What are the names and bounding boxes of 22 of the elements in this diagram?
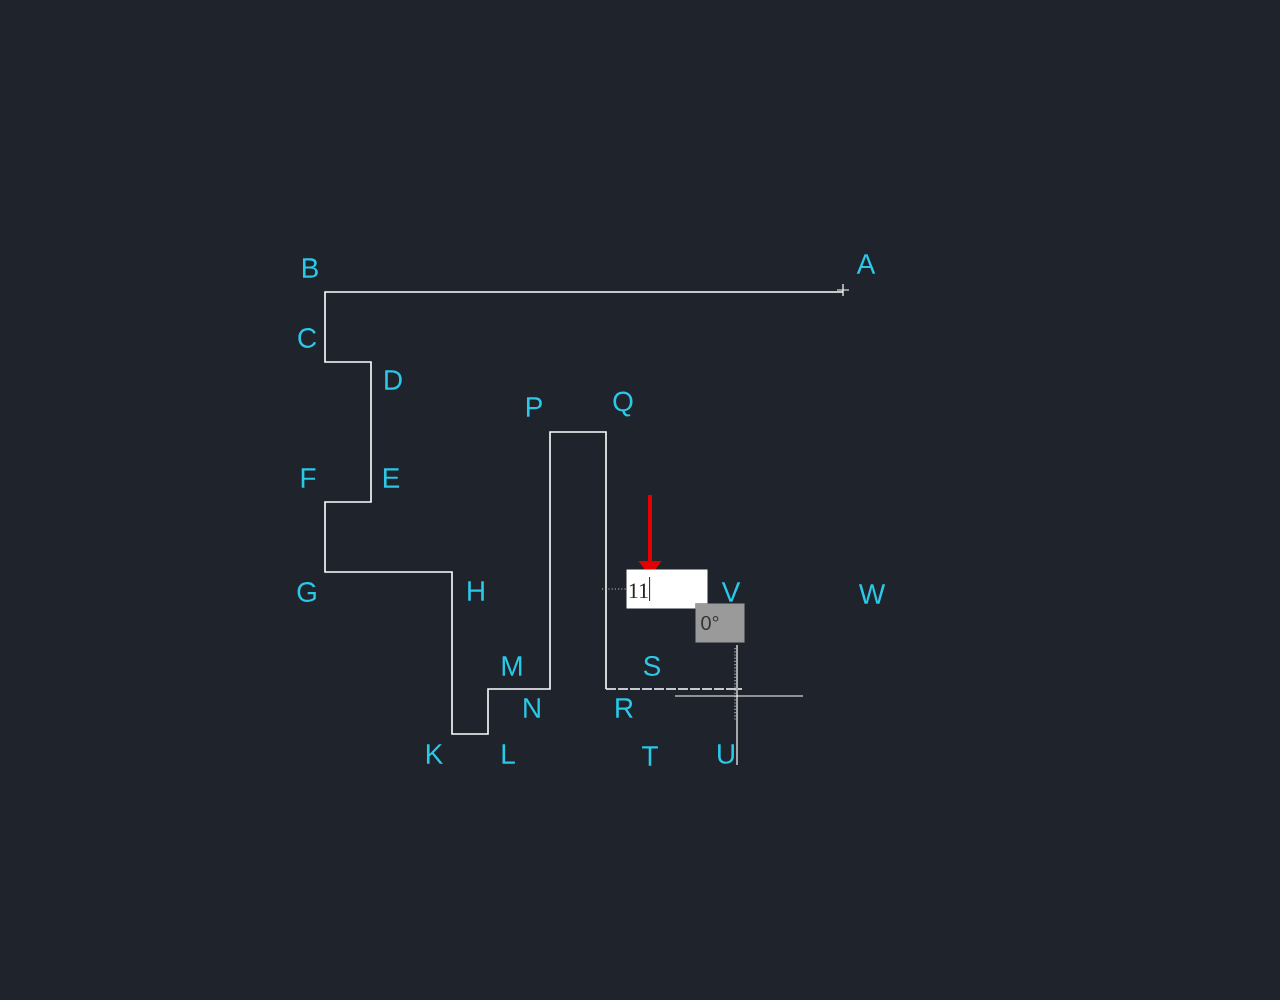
point-label: D (385, 370, 402, 390)
point-label: B (302, 258, 318, 278)
point-label: K (426, 744, 444, 764)
point-label: E (383, 468, 400, 488)
point-label: U (718, 744, 734, 764)
point-label: Q (613, 391, 633, 417)
point-label: R (616, 698, 633, 718)
point-label: N (524, 698, 540, 718)
point-label: F (301, 468, 316, 488)
point-label: L (502, 744, 515, 764)
point-label: M (502, 656, 522, 676)
point-label: G (297, 582, 316, 602)
point-label: A (856, 254, 876, 274)
point-label: W (858, 584, 886, 604)
point-label: P (526, 397, 542, 417)
angle-tooltip: 0° (695, 603, 745, 643)
input-field: 11 (626, 569, 708, 609)
point-label: S (643, 656, 661, 676)
point-label: T (642, 746, 658, 766)
point-label: V (721, 582, 741, 602)
point-label: C (298, 328, 317, 348)
point-label: H (468, 581, 484, 601)
